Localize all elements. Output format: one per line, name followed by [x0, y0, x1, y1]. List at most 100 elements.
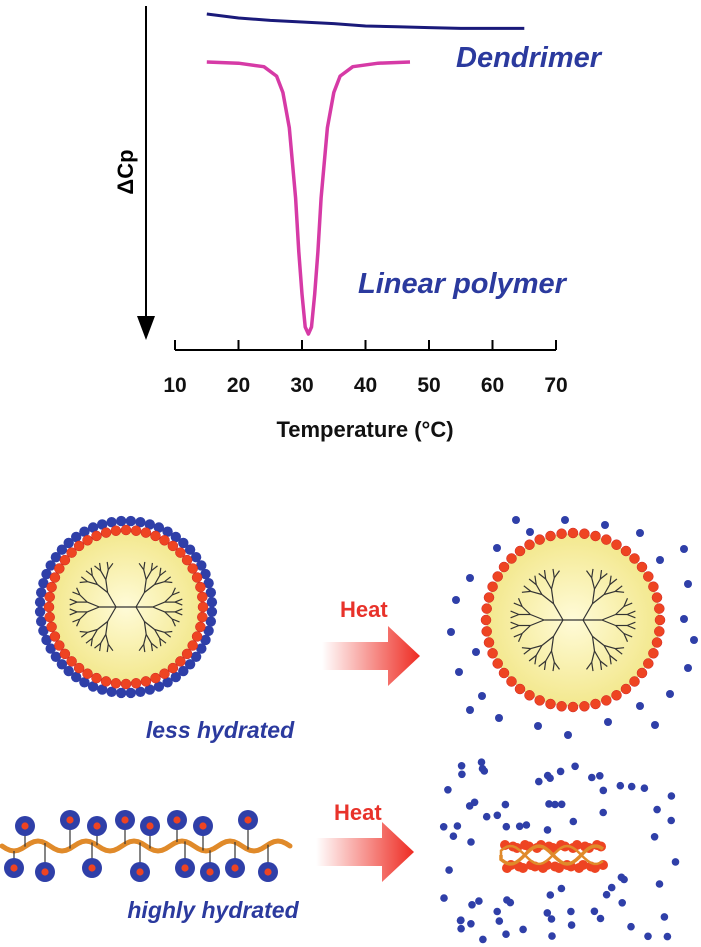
water-dot — [618, 899, 626, 907]
dendrimer-branches — [69, 561, 183, 653]
water-dot — [470, 798, 479, 807]
water-dot — [660, 913, 669, 921]
y-axis-label: ΔCp — [113, 149, 138, 194]
x-tick-label: 50 — [417, 374, 440, 397]
series-label-linear-polymer: Linear polymer — [358, 268, 568, 300]
water-dot — [535, 777, 543, 786]
water-dot — [617, 873, 626, 882]
water-dot — [444, 786, 452, 794]
dendrimer-less-hydrated — [34, 515, 218, 699]
water-dot — [607, 883, 616, 892]
water-dot — [522, 821, 531, 829]
water-dot — [466, 574, 474, 582]
water-dot — [503, 896, 511, 904]
water-dot — [557, 800, 566, 809]
x-tick-label: 70 — [544, 374, 567, 397]
water-dot — [472, 648, 480, 656]
water-dot — [604, 718, 612, 726]
polymer-backbone-collapsed — [499, 844, 604, 866]
water-dot — [690, 636, 698, 644]
hydrophobic-shell — [43, 524, 209, 690]
water-dot — [452, 596, 460, 604]
water-dot — [546, 891, 555, 899]
y-axis-arrowhead — [137, 316, 155, 340]
water-dot — [651, 721, 659, 729]
x-tick-label: 60 — [481, 374, 504, 397]
water-dot — [571, 762, 579, 771]
water-dot — [455, 668, 463, 676]
water-dot — [602, 890, 611, 899]
water-dot — [684, 580, 692, 588]
water-dot — [458, 770, 466, 779]
water-dot — [655, 880, 664, 888]
heat-arrow-shape — [322, 626, 420, 686]
water-dot — [493, 907, 502, 916]
water-dot — [569, 817, 578, 826]
water-dot — [449, 832, 458, 840]
collapsed-segment — [554, 863, 564, 873]
water-dot — [543, 826, 552, 834]
water-dot — [468, 901, 476, 909]
caption-highly-hydrated: highly hydrated — [127, 897, 299, 923]
water-dot — [493, 544, 501, 552]
water-dot — [599, 786, 608, 795]
water-dot — [667, 792, 676, 800]
water-dot — [467, 838, 475, 846]
caption-less-hydrated: less hydrated — [146, 717, 295, 743]
water-dot — [457, 762, 466, 770]
water-dot — [502, 822, 511, 831]
water-dot — [543, 771, 552, 780]
water-dot — [561, 516, 569, 524]
water-dot — [445, 866, 453, 874]
water-dot — [636, 702, 644, 710]
water-dot — [475, 897, 483, 905]
water-dot — [545, 800, 553, 808]
water-dot — [515, 822, 524, 831]
water-dot — [627, 922, 635, 931]
water-dot — [551, 800, 559, 809]
water-dot — [482, 812, 491, 821]
linear-polymer-collapsed — [499, 840, 608, 873]
water-dot — [627, 782, 636, 791]
dendrimer-branches — [510, 568, 636, 672]
water-dot — [588, 773, 596, 782]
water-dot — [666, 690, 674, 698]
water-dot — [650, 833, 659, 841]
dendrimer-dehydrated — [480, 527, 666, 713]
water-dot — [557, 884, 566, 893]
heat-arrow-top — [322, 626, 420, 686]
water-dot — [680, 545, 688, 553]
water-dot — [636, 529, 644, 537]
water-dot — [512, 516, 520, 524]
water-dot — [684, 664, 692, 672]
water-dot — [596, 914, 605, 923]
water-dot — [543, 909, 552, 917]
water-dot — [526, 528, 534, 536]
collapsed-segment — [518, 863, 528, 873]
water-dot — [456, 916, 465, 925]
water-dot — [567, 921, 576, 929]
x-tick-label: 10 — [163, 374, 186, 397]
water-dot — [457, 924, 465, 933]
released-water-top — [447, 516, 698, 739]
water-dot — [477, 758, 486, 766]
heat-arrow-shape — [316, 822, 414, 882]
water-dot — [596, 772, 604, 780]
water-dot — [640, 784, 649, 792]
water-dot — [447, 628, 455, 636]
x-axis-label: Temperature (°C) — [276, 417, 453, 442]
collapsed-segment — [578, 860, 588, 870]
water-dot — [667, 816, 675, 825]
water-dot — [590, 907, 599, 916]
x-tick-label: 20 — [227, 374, 250, 397]
water-dot — [519, 925, 527, 934]
water-dot — [567, 907, 575, 916]
water-dot — [663, 932, 672, 941]
water-dot — [601, 521, 609, 529]
water-dot — [495, 917, 504, 925]
water-dot — [534, 722, 542, 730]
water-dot — [548, 932, 556, 940]
water-dot — [440, 894, 448, 902]
water-dot — [501, 800, 510, 809]
